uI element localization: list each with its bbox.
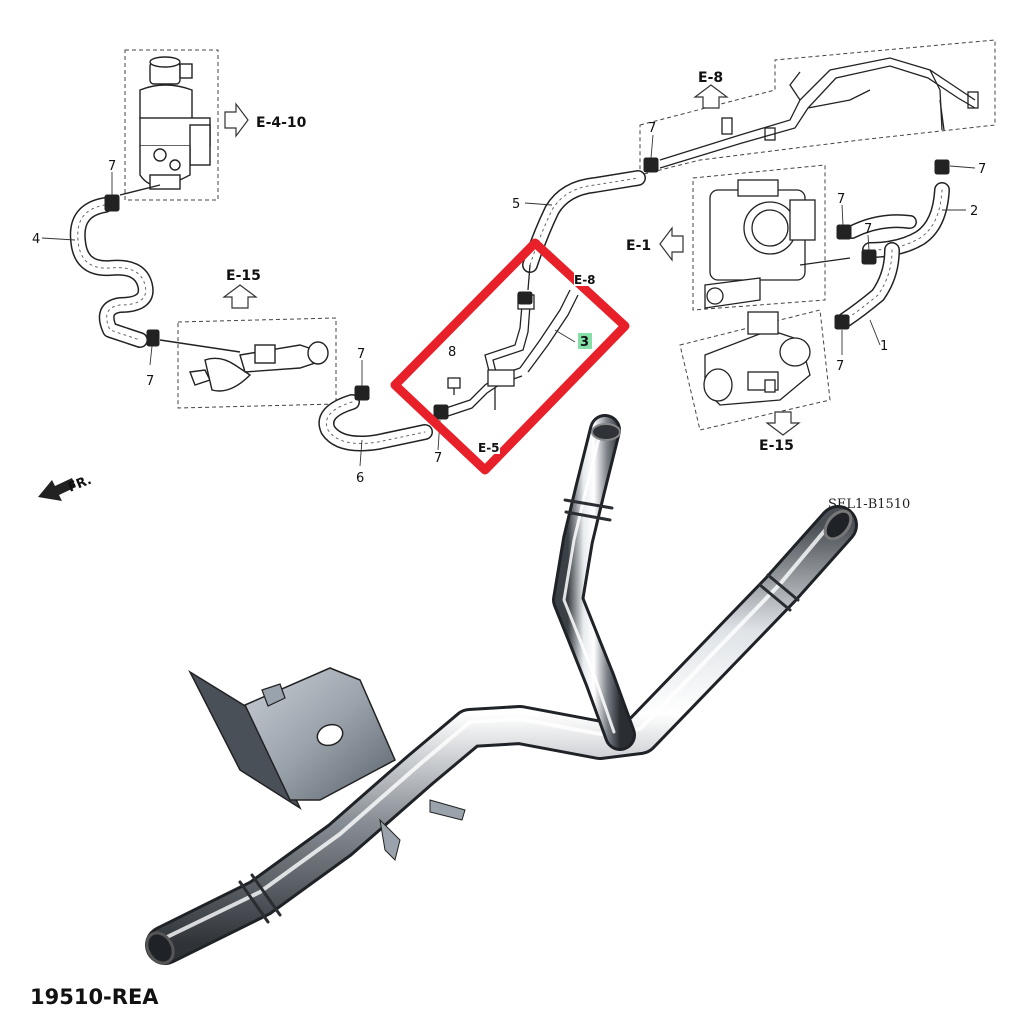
arrow-up-icon: [222, 284, 258, 309]
reference-arrows: [222, 84, 801, 436]
hose-4: [69, 197, 154, 348]
callout-5: 5: [512, 197, 520, 212]
callout-7: 7: [434, 451, 442, 466]
clamp-icon: [517, 291, 533, 305]
front-label: FR.: [66, 473, 94, 496]
hose-upper-throttle: [845, 214, 917, 239]
arrow-down-icon: [765, 411, 801, 436]
reference-labels: E-4-10 E-15 E-8 E-1 E-15: [226, 70, 794, 454]
callout-7: 7: [648, 121, 656, 136]
hose-6: [318, 394, 433, 452]
highlight-frame: E-8 E-5: [390, 238, 630, 475]
clamp-icon: [836, 224, 852, 240]
clamp-icon: [834, 314, 850, 330]
callout-7: 7: [108, 159, 116, 174]
e15-left-fitting: [159, 339, 329, 392]
arrow-left-icon: [659, 226, 684, 262]
callout-7: 7: [836, 359, 844, 374]
arrow-right-icon: [224, 102, 249, 138]
egr-valve-box: [124, 49, 219, 201]
e8-box: [639, 39, 996, 176]
reference-e-5-clipped: E-5: [478, 441, 500, 455]
callout-7: 7: [837, 192, 845, 207]
callout-7: 7: [978, 162, 986, 177]
clamp-icon: [146, 329, 160, 347]
clamp-icon: [104, 194, 120, 212]
leader-lines: [41, 134, 976, 467]
e8-pipes: [659, 57, 979, 169]
thermostat-box: [679, 309, 831, 431]
callout-7: 7: [357, 347, 365, 362]
callout-7: 7: [864, 222, 872, 237]
clamp-icon: [354, 385, 370, 401]
reference-e-15-right: E-15: [759, 438, 794, 454]
reference-e-8: E-8: [698, 70, 723, 86]
clamps: [104, 157, 950, 420]
reference-e-15-left: E-15: [226, 268, 261, 284]
pipe-bracket-photo: [188, 667, 466, 861]
callout-3: 3: [580, 335, 589, 350]
callout-6: 6: [356, 471, 364, 486]
thermostat-housing-illustration: [703, 311, 811, 406]
callout-2: 2: [970, 204, 978, 219]
front-arrow-icon: [38, 478, 76, 501]
water-pipe-photo: [145, 414, 858, 965]
arrow-up-icon: [693, 84, 729, 109]
front-direction-indicator: FR.: [38, 473, 94, 501]
part-number-label: 19510-REA: [30, 985, 159, 1009]
clamp-icon: [861, 249, 877, 265]
e15-left-box: [177, 317, 337, 409]
callout-4: 4: [32, 232, 40, 247]
callout-7: 7: [146, 374, 154, 389]
callout-3-highlight: [578, 333, 592, 349]
dashed-boxes: [124, 39, 996, 431]
callout-1: 1: [880, 339, 888, 354]
bolt-8: [447, 377, 461, 395]
clamp-icon: [643, 157, 659, 173]
hose-1: [837, 242, 900, 328]
clamp-icon: [433, 404, 449, 420]
clamp-icon: [934, 159, 950, 175]
egr-valve-illustration: [119, 56, 211, 196]
reference-e-1: E-1: [626, 238, 651, 254]
reference-e-4-10: E-4-10: [256, 115, 307, 131]
throttle-body-illustration: [704, 179, 851, 309]
callout-8: 8: [448, 345, 456, 360]
callout-labels: 4 5 2 1 6 8 3 7 7 7 7 7 7 7 7 7: [32, 121, 986, 486]
reference-e-8-clipped: E-8: [574, 273, 596, 287]
throttle-box: [692, 164, 826, 311]
